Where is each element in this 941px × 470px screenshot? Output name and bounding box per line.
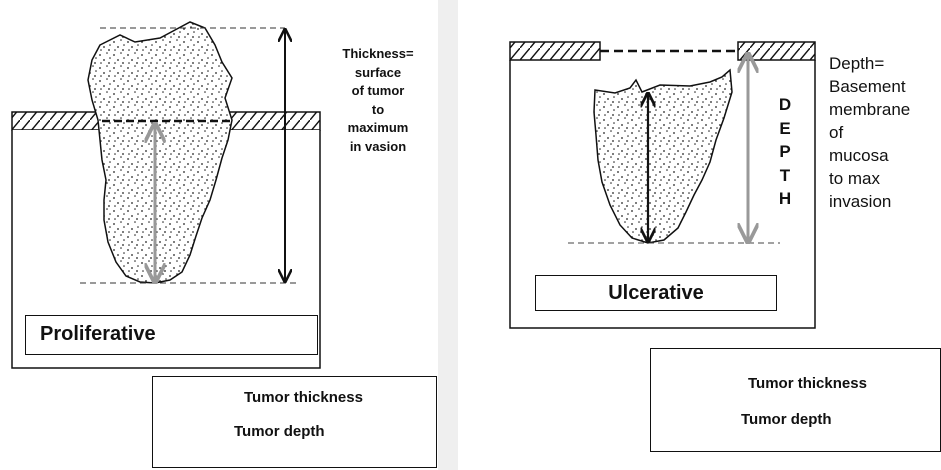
legend-left-thickness-label: Tumor thickness — [244, 389, 363, 406]
thickness-definition: Thickness= surface of tumor to maximum i… — [318, 45, 438, 156]
ulcerative-tumor — [594, 70, 732, 243]
depth-definition: Depth= Basement membrane of mucosa to ma… — [829, 52, 941, 213]
legend-right-thickness-label: Tumor thickness — [748, 375, 867, 392]
ulcerative-label: Ulcerative — [535, 277, 777, 309]
legend-right-depth-label: Tumor depth — [741, 411, 832, 428]
depth-vertical-label: D E P T H — [770, 93, 800, 211]
legend-right — [650, 348, 941, 452]
legend-left-depth-label: Tumor depth — [234, 423, 325, 440]
proliferative-label: Proliferative — [40, 318, 156, 350]
